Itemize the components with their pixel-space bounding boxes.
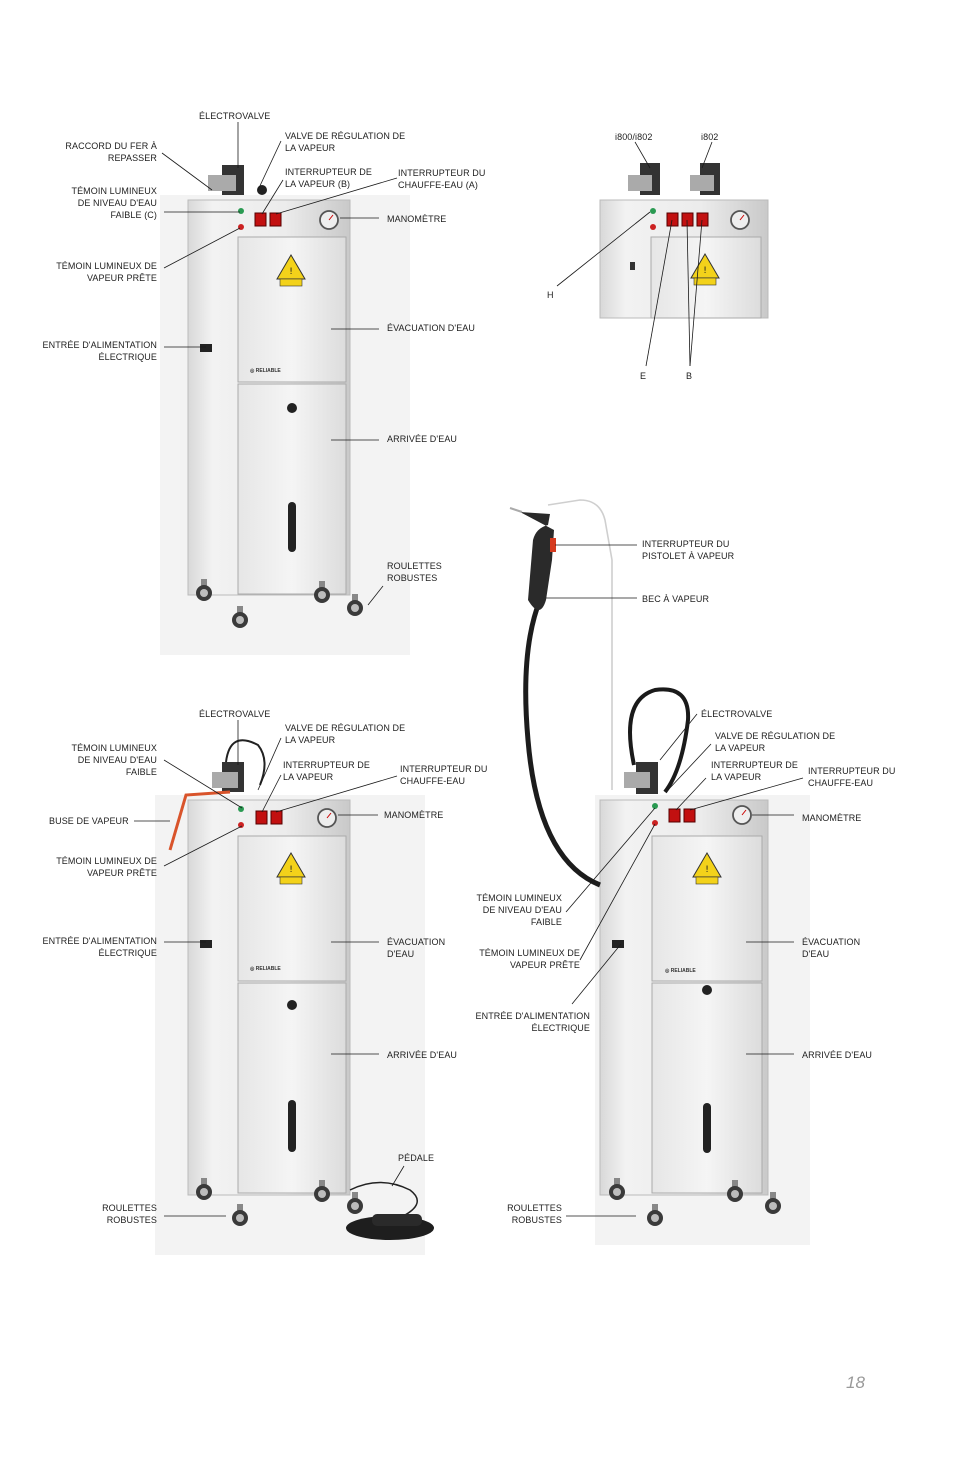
label-manometer: MANOMÈTRE (387, 214, 447, 224)
brand-mark: ◎ RELIABLE (250, 368, 281, 374)
label-drain-3: ÉVACUATION D'EAU (802, 937, 861, 959)
label-model-i802: i802 (701, 132, 719, 142)
machine-1: ◎ RELIABLE (160, 165, 410, 655)
label-heater-switch: INTERRUPTEUR DU CHAUFFE-EAU (A) (398, 168, 486, 190)
label-heater-switch-2: INTERRUPTEUR DU CHAUFFE-EAU (400, 764, 488, 786)
label-steam-nozzle: BEC À VAPEUR (642, 594, 710, 604)
label-casters-2: ROULETTES ROBUSTES (102, 1203, 157, 1225)
label-b: B (686, 371, 693, 381)
label-water-inlet-3: ARRIVÉE D'EAU (802, 1050, 873, 1060)
label-electrovalve-2: ÉLECTROVALVE (199, 709, 271, 719)
label-drain: ÉVACUATION D'EAU (387, 323, 475, 333)
label-low-water: TÉMOIN LUMINEUX DE NIVEAU D'EAU FAIBLE (… (71, 186, 157, 220)
label-steam-nozzle-2: BUSE DE VAPEUR (49, 816, 129, 826)
page-number: 18 (846, 1373, 865, 1392)
label-pedal: PÉDALE (398, 1153, 435, 1163)
label-steam-switch: INTERRUPTEUR DE LA VAPEUR (B) (285, 167, 373, 189)
label-electrovalve: ÉLECTROVALVE (199, 111, 271, 121)
label-model-i800-i802: i800/i802 (615, 132, 653, 142)
label-manometer-3: MANOMÈTRE (802, 813, 862, 823)
label-casters: ROULETTES ROBUSTES (387, 561, 442, 583)
label-gun-switch: INTERRUPTEUR DU PISTOLET À VAPEUR (642, 539, 735, 561)
label-heater-switch-3: INTERRUPTEUR DU CHAUFFE-EAU (808, 766, 896, 788)
machine-3: ◎ RELIABLE (155, 739, 434, 1255)
label-steam-switch-3: INTERRUPTEUR DE LA VAPEUR (711, 760, 799, 782)
svg-text:◎ RELIABLE: ◎ RELIABLE (665, 968, 696, 974)
label-water-inlet-2: ARRIVÉE D'EAU (387, 1050, 458, 1060)
label-steam-ready-3: TÉMOIN LUMINEUX DE VAPEUR PRÊTE (479, 948, 580, 970)
label-power-input-2: ENTRÉE D'ALIMENTATION ÉLECTRIQUE (42, 936, 157, 958)
label-steam-ready-2: TÉMOIN LUMINEUX DE VAPEUR PRÊTE (56, 856, 157, 878)
label-low-water-2: TÉMOIN LUMINEUX DE NIVEAU D'EAU FAIBLE (71, 743, 157, 777)
machine-4: ◎ RELIABLE (509, 499, 810, 1245)
label-steam-valve-2: VALVE DE RÉGULATION DE LA VAPEUR (285, 723, 406, 745)
label-steam-switch-2: INTERRUPTEUR DE LA VAPEUR (283, 760, 371, 782)
label-drain-2: ÉVACUATION D'EAU (387, 937, 446, 959)
label-steam-valve: VALVE DE RÉGULATION DE LA VAPEUR (285, 131, 406, 153)
label-e: E (640, 371, 647, 381)
label-manometer-2: MANOMÈTRE (384, 810, 444, 820)
label-electrovalve-3: ÉLECTROVALVE (701, 709, 773, 719)
machine-2 (599, 163, 769, 319)
label-steam-valve-3: VALVE DE RÉGULATION DE LA VAPEUR (715, 731, 836, 753)
label-low-water-3: TÉMOIN LUMINEUX DE NIVEAU D'EAU FAIBLE (476, 893, 562, 927)
svg-text:◎ RELIABLE: ◎ RELIABLE (250, 966, 281, 972)
label-casters-3: ROULETTES ROBUSTES (507, 1203, 562, 1225)
label-power-input: ENTRÉE D'ALIMENTATION ÉLECTRIQUE (42, 340, 157, 362)
label-iron-connector: RACCORD DU FER À REPASSER (65, 141, 157, 163)
label-water-inlet: ARRIVÉE D'EAU (387, 434, 458, 444)
label-steam-ready: TÉMOIN LUMINEUX DE VAPEUR PRÊTE (56, 261, 157, 283)
label-power-input-3: ENTRÉE D'ALIMENTATION ÉLECTRIQUE (475, 1011, 590, 1033)
label-h: H (547, 290, 554, 300)
